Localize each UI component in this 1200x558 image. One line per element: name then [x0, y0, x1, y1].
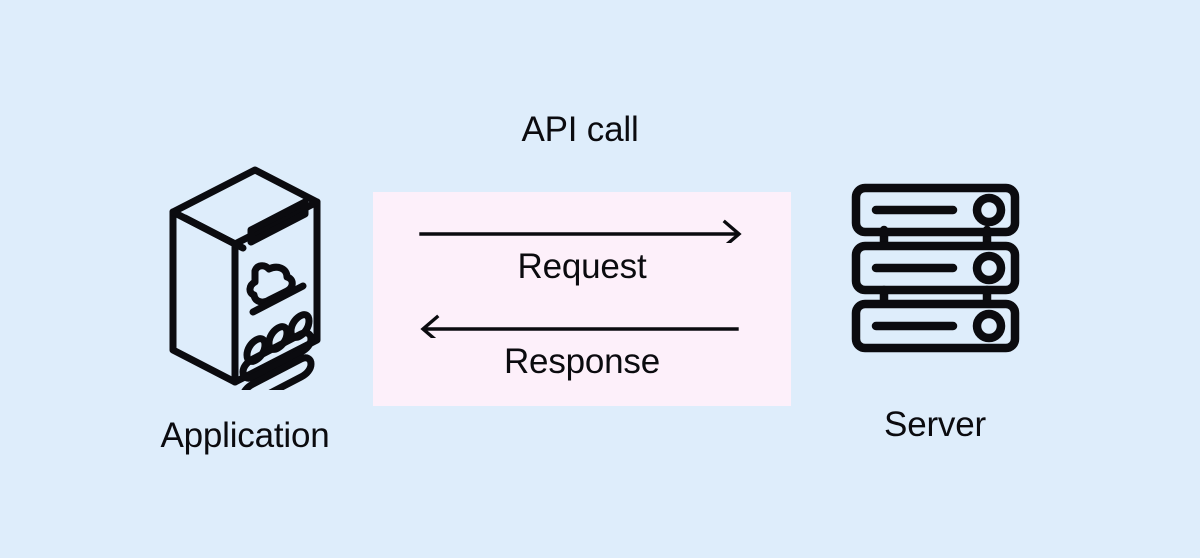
arrow-left-icon	[420, 314, 739, 338]
arrow-right-icon	[419, 219, 742, 243]
node-application-label: Application	[160, 416, 330, 455]
node-server: Server	[820, 180, 1050, 442]
request-label: Request	[517, 247, 647, 286]
node-application: Application	[100, 160, 390, 453]
response-label: Response	[503, 342, 660, 381]
diagram-title: API call	[521, 110, 639, 149]
exchange-panel: Request Response	[373, 192, 791, 406]
mobile-app-isometric-icon	[169, 166, 321, 390]
request-arrow	[373, 217, 791, 243]
node-server-label: Server	[884, 405, 986, 444]
response-arrow	[373, 312, 791, 338]
server-rack-icon	[851, 183, 1019, 353]
